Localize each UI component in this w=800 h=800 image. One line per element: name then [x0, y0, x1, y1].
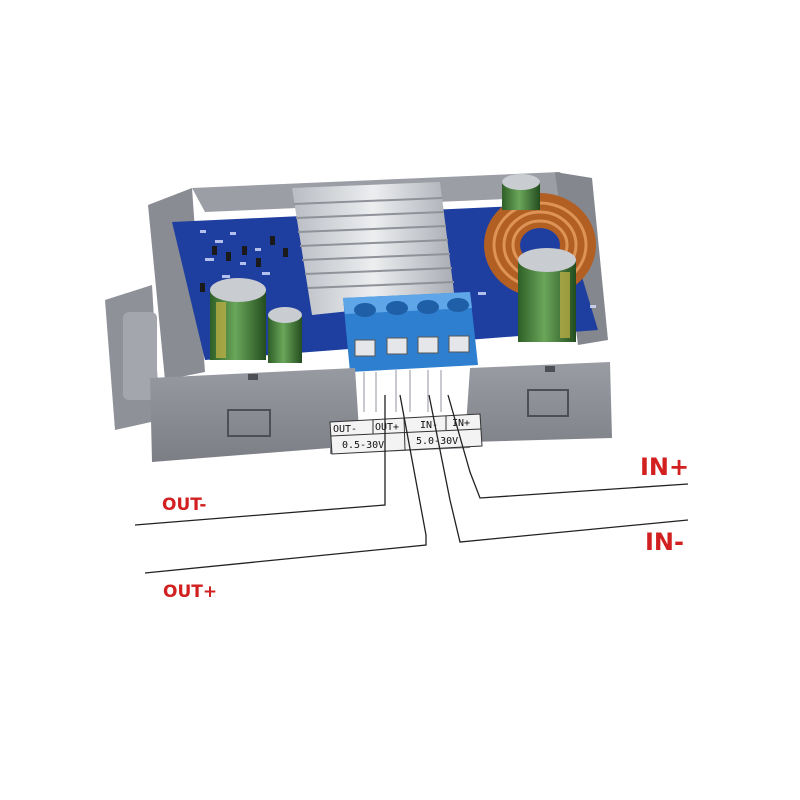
plate-input-range: 5.0-30V [416, 436, 458, 447]
pcb-silkscreen [200, 230, 596, 308]
front-slot-right [527, 389, 569, 417]
callout-in-plus: IN+ [640, 453, 690, 481]
heatsink-fins [293, 197, 455, 289]
plate-label-out-minus: OUT- [333, 424, 357, 435]
capacitor-top-right [502, 174, 540, 210]
leader-out-plus [144, 394, 427, 574]
capacitor-small-left [268, 307, 302, 363]
front-notch-left [248, 374, 258, 380]
terminal-screws [354, 298, 469, 317]
leader-in-plus [447, 394, 689, 499]
front-slot-left [227, 409, 271, 437]
callout-lines [134, 394, 689, 574]
terminal-pins [363, 370, 442, 412]
enclosure-front [150, 362, 612, 462]
terminal-openings [354, 335, 470, 357]
callout-out-plus: OUT+ [163, 582, 218, 602]
capacitors [210, 174, 576, 363]
heatsink-body [292, 182, 455, 315]
mounting-clip-tab [123, 312, 157, 400]
leader-out-minus [134, 395, 386, 526]
front-notch-right [545, 366, 555, 372]
plate-label-in-minus: IN- [420, 420, 438, 431]
plate-label-in-plus: IN+ [452, 418, 470, 429]
terminal-label-plate: OUT- OUT+ IN- IN+ 0.5-30V 5.0-30V [329, 413, 483, 455]
plate-output-range: 0.5-30V [342, 440, 384, 451]
plate-label-out-plus: OUT+ [375, 422, 399, 433]
leader-in-minus [428, 394, 689, 543]
heatsink [292, 182, 455, 315]
capacitor-right [518, 248, 576, 342]
callout-out-minus: OUT- [162, 495, 207, 515]
callout-in-minus: IN- [645, 528, 684, 556]
capacitor-large-left [210, 278, 266, 360]
terminal-block [343, 292, 478, 372]
